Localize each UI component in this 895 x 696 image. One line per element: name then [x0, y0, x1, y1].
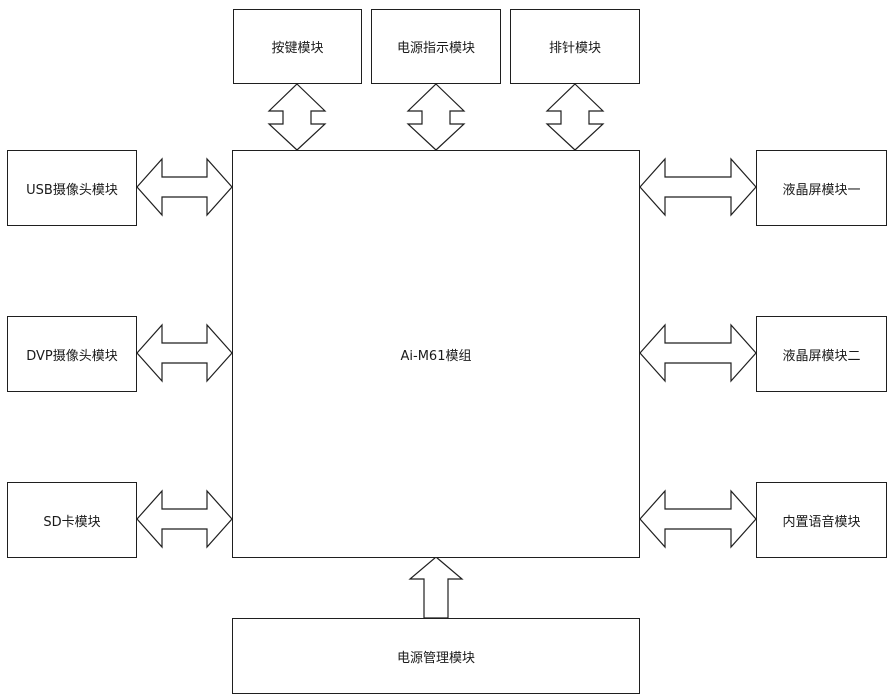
arrow-right-1	[639, 323, 757, 383]
module-label: SD卡模块	[43, 514, 101, 530]
arrow-top-0	[267, 83, 327, 151]
module-box-left-0: USB摄像头模块	[7, 150, 137, 226]
module-box-top-0: 按键模块	[233, 9, 362, 84]
module-box-right-0: 液晶屏模块一	[756, 150, 887, 226]
module-box-top-2: 排针模块	[510, 9, 640, 84]
module-label: DVP摄像头模块	[26, 348, 118, 364]
module-box-top-1: 电源指示模块	[371, 9, 501, 84]
module-box-left-1: DVP摄像头模块	[7, 316, 137, 392]
module-label: 液晶屏模块一	[782, 182, 861, 198]
module-label: 内置语音模块	[782, 514, 861, 530]
arrow-bottom	[408, 556, 464, 619]
arrow-left-1	[136, 323, 233, 383]
module-label: USB摄像头模块	[26, 182, 118, 198]
module-label: 排针模块	[548, 41, 601, 56]
module-box-bottom: 电源管理模块	[232, 618, 640, 694]
module-box-right-1: 液晶屏模块二	[756, 316, 887, 392]
module-box-left-2: SD卡模块	[7, 482, 137, 558]
core-module-box: Ai-M61模组	[232, 150, 640, 558]
arrow-left-0	[136, 157, 233, 217]
module-box-right-2: 内置语音模块	[756, 482, 887, 558]
module-label: 液晶屏模块二	[782, 348, 861, 364]
arrow-top-1	[406, 83, 466, 151]
core-module-label: Ai-M61模组	[400, 348, 472, 364]
module-label: 按键模块	[271, 41, 324, 56]
module-label: 电源管理模块	[396, 650, 475, 666]
arrow-top-2	[545, 83, 605, 151]
arrow-left-2	[136, 489, 233, 549]
module-label: 电源指示模块	[396, 41, 475, 56]
arrow-right-2	[639, 489, 757, 549]
arrow-right-0	[639, 157, 757, 217]
